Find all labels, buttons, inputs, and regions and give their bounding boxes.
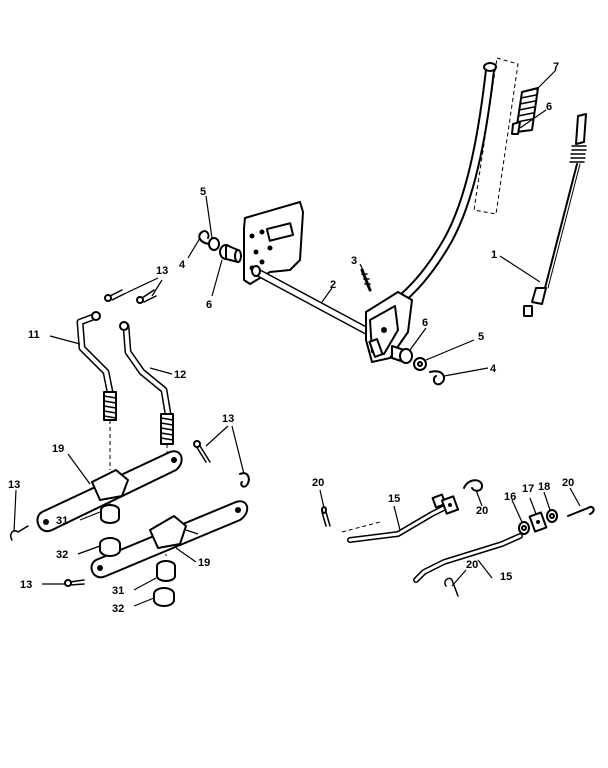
callout-13: 13 (156, 265, 168, 277)
callout-13: 13 (222, 413, 234, 425)
callout-32: 32 (112, 603, 124, 615)
callout-19: 19 (52, 443, 64, 455)
washer-32-lower (153, 587, 175, 607)
alignment-lines (109, 420, 381, 556)
callout-19: 19 (198, 557, 210, 569)
callout-6: 6 (422, 317, 428, 329)
clip-20-upper (463, 479, 484, 492)
grip-end-cap (511, 121, 521, 135)
cotter-pin-mid-1 (193, 440, 211, 463)
bushing-31-upper (100, 504, 120, 524)
lift-link-spring (523, 113, 587, 317)
lift-bracket (365, 291, 413, 363)
callout-20: 20 (476, 505, 488, 517)
callout-4: 4 (179, 259, 186, 271)
callout-20: 20 (466, 559, 478, 571)
adjustment-rod-upper (347, 503, 451, 543)
callout-5: 5 (478, 331, 484, 343)
callout-20: 20 (312, 477, 324, 489)
cotter-pin-left (9, 525, 29, 541)
callout-13: 13 (8, 479, 20, 491)
callout-11: 11 (28, 329, 40, 341)
callout-3: 3 (351, 255, 357, 267)
callout-labels: 7 6 1 2 3 5 4 6 6 5 4 13 11 12 19 13 13 … (8, 61, 574, 615)
leader-lines (13, 69, 581, 607)
cotter-pin-top-1 (104, 289, 125, 302)
callout-31: 31 (112, 585, 124, 597)
cotter-pin-top-2 (136, 289, 157, 304)
bolt (360, 268, 372, 292)
callout-1: 1 (491, 249, 497, 261)
bushing-31-lower (156, 560, 176, 582)
ferrule-16 (518, 521, 530, 535)
handle-grip (515, 87, 539, 133)
handle-guide-outline (473, 57, 519, 215)
cotter-pin-mid-2 (239, 472, 250, 488)
callout-17: 17 (522, 483, 534, 495)
callout-5: 5 (200, 186, 206, 198)
callout-6: 6 (206, 299, 212, 311)
callout-2: 2 (330, 279, 336, 291)
callout-15: 15 (388, 493, 400, 505)
callout-12: 12 (174, 369, 186, 381)
clip-20-lower (444, 577, 459, 597)
nut-18 (546, 509, 558, 523)
lift-link-right (119, 321, 174, 445)
trunnion-17 (528, 511, 548, 533)
callout-4: 4 (490, 363, 497, 375)
washer-32-upper (99, 537, 121, 557)
washer-left (208, 237, 220, 251)
washer-right (413, 357, 427, 371)
bushing-left (219, 244, 242, 263)
mounting-plate (243, 201, 304, 285)
clip-20-right (567, 505, 595, 517)
callout-32: 32 (56, 549, 68, 561)
lift-arm-lower (90, 500, 249, 579)
callout-20: 20 (562, 477, 574, 489)
lift-shaft (251, 265, 384, 342)
lift-arm-upper (36, 450, 183, 533)
clip-20-left (321, 506, 331, 527)
hairpin-clip-left (198, 230, 213, 245)
callout-31: 31 (56, 515, 68, 527)
callout-6: 6 (546, 101, 552, 113)
callout-7: 7 (553, 61, 559, 73)
lift-link-left (76, 311, 117, 421)
hairpin-clip-right (429, 370, 446, 386)
lift-handle (393, 62, 497, 307)
cotter-pin-bottom (64, 579, 85, 587)
callout-13: 13 (20, 579, 32, 591)
callout-16: 16 (504, 491, 516, 503)
adjustment-rod-lower (413, 533, 523, 583)
callout-18: 18 (538, 481, 550, 493)
bushing-right (391, 345, 413, 364)
rod-fitting-upper (431, 493, 460, 515)
callout-15: 15 (500, 571, 512, 583)
